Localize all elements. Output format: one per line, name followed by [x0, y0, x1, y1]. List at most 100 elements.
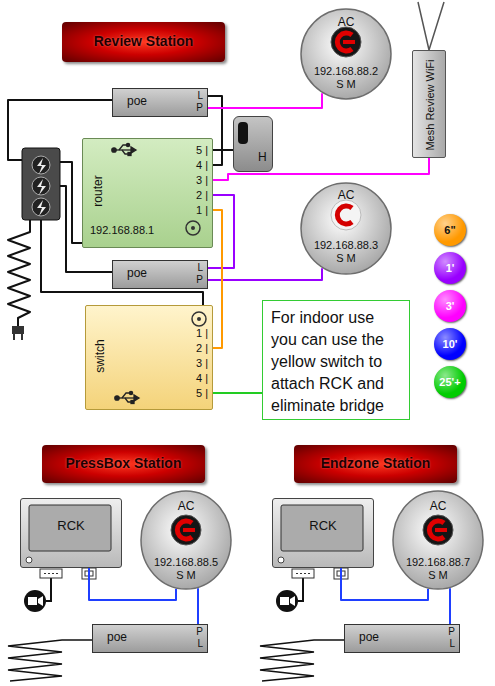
port-number: 3 |	[196, 174, 208, 187]
monitor-screen	[281, 505, 363, 551]
station-banner: PressBox Station	[42, 445, 205, 483]
power-port	[192, 312, 206, 326]
antenna-plug	[12, 326, 24, 340]
camera-lens	[38, 596, 43, 606]
camera-body	[280, 597, 289, 605]
device-label: Mesh Review WiFi	[424, 59, 437, 150]
legend-label: 3'	[446, 300, 455, 313]
station-gear	[8, 568, 96, 681]
port-labels: S M	[336, 252, 356, 265]
power-port	[186, 221, 200, 235]
power-strip	[22, 148, 60, 220]
camera-icon	[276, 590, 298, 612]
access-point-outline	[301, 183, 391, 274]
port-labels: S M	[336, 78, 356, 91]
plug-body	[12, 326, 24, 334]
device-label: AC	[178, 500, 195, 514]
device-label: poe	[107, 631, 127, 645]
port-label: L	[449, 638, 455, 650]
camera-cable	[46, 578, 51, 601]
port-label: P	[196, 626, 203, 638]
port-number: 5 |	[196, 387, 208, 400]
cable-connector	[213, 149, 233, 151]
access-point-circle: AC 192.168.88.3S M	[300, 182, 392, 275]
strip-body	[22, 148, 60, 220]
cable-connector	[197, 588, 199, 624]
poe-injector-box: poe PL	[92, 624, 208, 653]
legend-swatch: 6"	[434, 214, 466, 246]
device-label: H	[258, 151, 267, 165]
port-label: L	[197, 638, 203, 650]
ip-address: 192.168.88.2	[314, 65, 378, 78]
antenna-coil	[260, 640, 344, 681]
rck-monitor: RCK	[20, 498, 122, 568]
port-number: 2 |	[196, 189, 208, 202]
serial-port	[292, 569, 314, 578]
brand-logo	[423, 515, 453, 545]
device-label: AC	[338, 189, 355, 203]
mesh-wifi-box: Mesh Review WiFi	[412, 50, 446, 158]
device-label: router	[92, 175, 106, 206]
hub-plug	[238, 122, 248, 144]
cable-connector	[208, 268, 322, 280]
serial-port	[40, 569, 62, 578]
poe-injector-box: poePL	[344, 624, 460, 653]
legend-label: 6"	[444, 224, 455, 237]
station-title: Endzone Station	[321, 455, 431, 471]
router-box: router5 |4 |3 |2 |1 |192.168.88.1	[82, 138, 213, 248]
camera-cable	[298, 578, 303, 601]
brand-logo	[331, 27, 361, 57]
station-gear	[260, 568, 348, 681]
shape-outline	[233, 116, 273, 172]
cable-connector	[213, 392, 262, 394]
serial-pins	[296, 573, 310, 574]
mesh-antenna	[418, 2, 444, 50]
station-banner: Endzone Station	[294, 445, 457, 483]
cable-connector	[208, 93, 322, 108]
note-box: For indoor use you can use the yellow sw…	[262, 300, 410, 420]
access-point-outline	[393, 491, 483, 589]
legend-label: 25'+	[439, 376, 460, 389]
legend-label: 10'	[443, 338, 458, 351]
power-button	[26, 557, 32, 563]
access-point-circle: AC 192.168.88.2S M	[300, 8, 392, 100]
usb-icon	[112, 143, 136, 155]
port-label: L	[197, 90, 203, 102]
cable-connector	[449, 588, 451, 624]
port-number: 4 |	[196, 159, 208, 172]
legend-swatch: 3'	[434, 290, 466, 322]
camera-lens	[290, 596, 295, 606]
station-banner: Review Station	[62, 22, 225, 62]
ip-address: 192.168.88.3	[314, 239, 378, 252]
device-label: poe	[127, 267, 147, 281]
outlet	[32, 156, 50, 174]
ip-address: 192.168.88.7	[406, 556, 470, 569]
note-text: For indoor use you can use the yellow sw…	[271, 307, 403, 417]
outlet	[32, 177, 50, 195]
camera-icon	[24, 590, 46, 612]
port-label: P	[196, 102, 203, 114]
port-label: P	[448, 626, 455, 638]
port-number: 5 |	[196, 144, 208, 157]
access-point-outline	[141, 491, 231, 589]
device-label: switch	[94, 339, 108, 372]
legend-swatch: 1'	[434, 252, 466, 284]
antenna-coil	[8, 220, 30, 326]
port-number: 4 |	[196, 372, 208, 385]
station-title: PressBox Station	[66, 455, 182, 471]
brand-logo	[331, 200, 361, 230]
port-label: P	[196, 274, 203, 286]
station-title: Review Station	[94, 33, 194, 49]
access-point-outline	[301, 9, 391, 99]
power-glyph	[37, 200, 46, 216]
legend-label: 1'	[446, 262, 455, 275]
access-point-circle: AC192.168.88.7S M	[392, 490, 484, 590]
power-button	[278, 557, 284, 563]
legend-swatch: 10'	[434, 328, 466, 360]
usb-icon	[115, 391, 139, 403]
camera-body	[28, 597, 37, 605]
poe-injector-box: poeLP	[112, 88, 208, 117]
device-label: AC	[338, 16, 355, 30]
port-number: 1 |	[196, 327, 208, 340]
port-labels: S M	[176, 569, 196, 582]
